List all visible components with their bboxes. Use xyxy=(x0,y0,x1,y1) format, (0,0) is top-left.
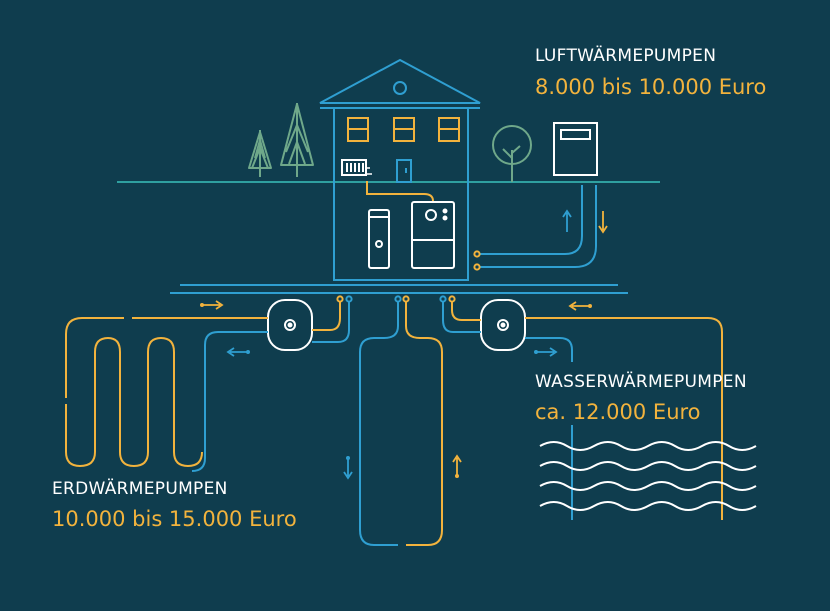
ground-heat-pump-title: ERDWÄRMEPUMPEN xyxy=(52,479,228,499)
flow-arrow-icon xyxy=(562,209,608,234)
air-heat-pump-price: 8.000 bis 10.000 Euro xyxy=(535,75,767,99)
probe-loop-blue xyxy=(359,300,399,546)
ground-heat-pump-price: 10.000 bis 15.000 Euro xyxy=(52,507,297,531)
flow-arrow-icon xyxy=(534,301,592,357)
probe-loop-yellow xyxy=(405,300,443,546)
flow-arrow-icon xyxy=(200,300,250,357)
air-heat-pump-title: LUFTWÄRMEPUMPEN xyxy=(535,46,717,66)
water-heat-pump-title: WASSERWÄRMEPUMPEN xyxy=(535,372,747,392)
water-tank-icon xyxy=(368,209,390,269)
radiator-icon xyxy=(341,159,367,176)
water-waves-icon xyxy=(539,441,757,511)
heat-exchanger-icon xyxy=(480,299,526,351)
flow-arrow-icon xyxy=(343,454,462,480)
tree-icon xyxy=(492,125,532,182)
ground-loop-blue xyxy=(191,331,268,472)
heat-pump-icon xyxy=(411,201,455,269)
tree-icon xyxy=(280,103,314,177)
outdoor-unit-icon xyxy=(553,122,598,176)
foundation-lines xyxy=(170,284,628,294)
water-heat-pump-price: ca. 12.000 Euro xyxy=(535,400,701,424)
window-icon xyxy=(347,117,460,142)
house-icon xyxy=(319,58,481,281)
ground-loop-yellow xyxy=(65,317,268,468)
tree-icon xyxy=(248,130,272,177)
heat-exchanger-icon xyxy=(267,299,313,351)
